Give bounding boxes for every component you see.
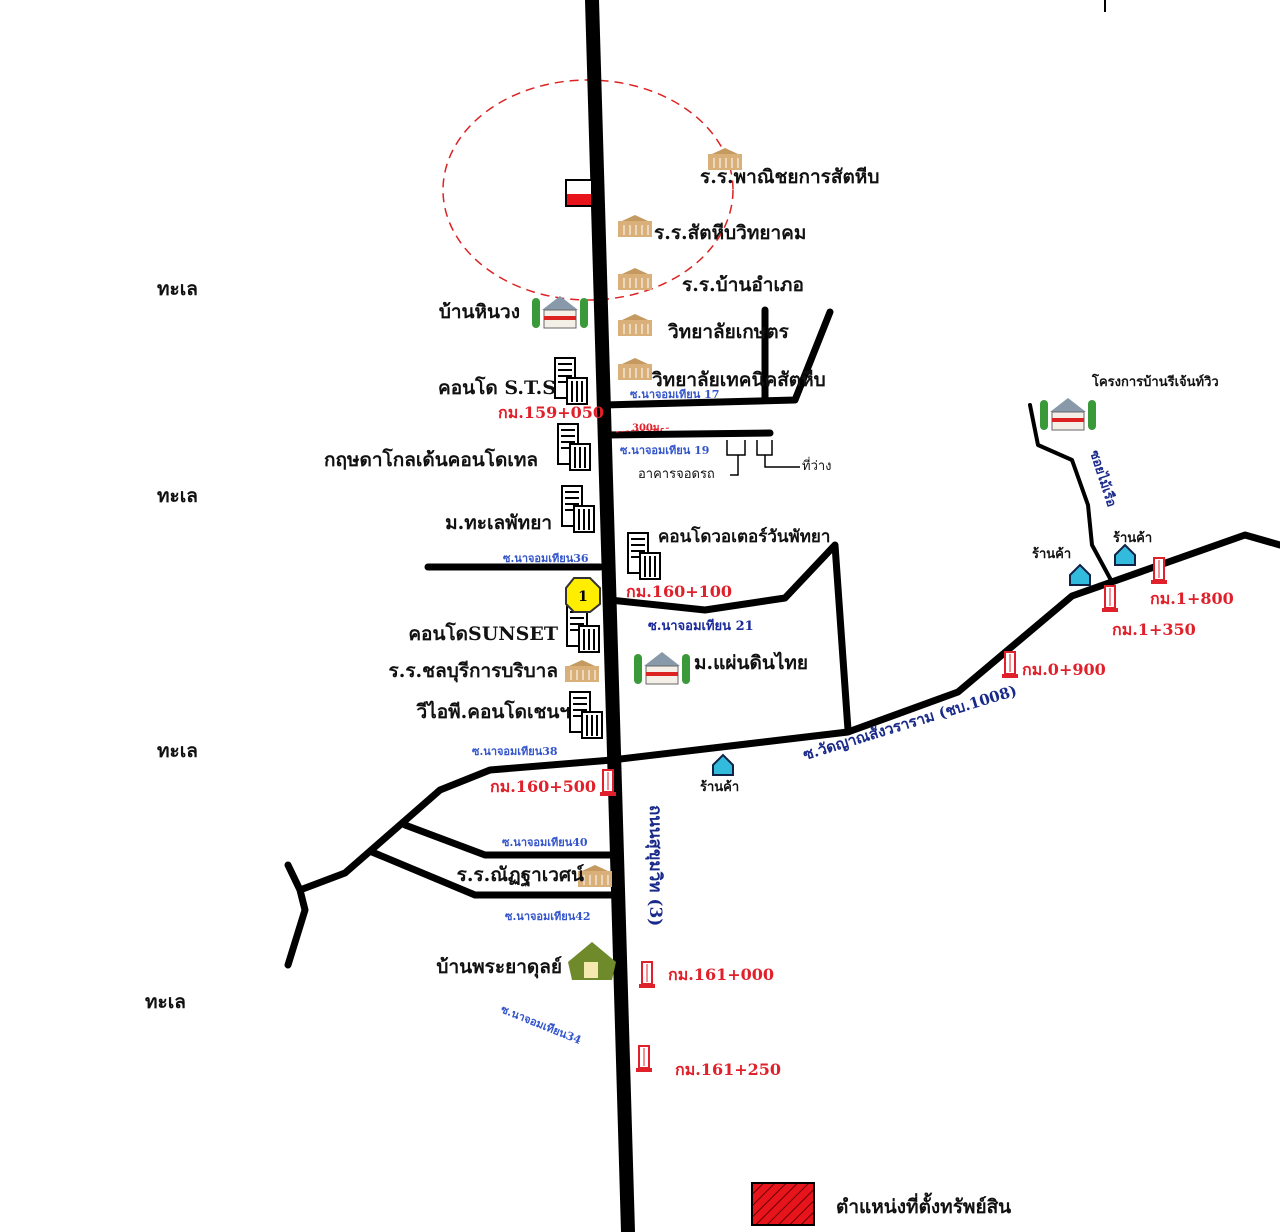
distance-label: 300ม. [632,423,663,434]
condo-icon [557,423,591,471]
shop-label: ร้านค้า [1032,546,1071,562]
sea-label: ทะเล [145,991,186,1013]
place-label: บ้านหินวง [439,301,520,323]
shop-icon [712,754,734,776]
shop-label: ร้านค้า [1113,530,1152,546]
km-marker: กม.160+500 [490,777,596,796]
school-icon [617,214,653,238]
soi-label: ซ.นาจอมเทียน 17 [630,388,719,401]
place-label: กฤษดาโกลเด้นคอนโดเทล [324,448,538,471]
soi-42-road [368,848,622,899]
km-post-icon [638,961,656,989]
sea-label: ทะเล [157,278,198,300]
school-icon [564,659,600,683]
house-icon [568,942,616,980]
place-label: คอนโด S.T.S [438,376,556,399]
place-label: ร.ร.บ้านอำเภอ [682,274,804,296]
place-label: ร.ร.สัตหีบวิทยาคม [654,222,806,244]
soi-17-road [600,308,834,409]
wat-yan-road [608,531,1280,764]
km-marker: กม.160+100 [626,582,732,601]
km-marker: กม.1+800 [1150,589,1234,608]
km-marker: กม.0+900 [1022,660,1106,679]
place-label: ที่ว่าง [802,457,832,474]
km-marker: กม.1+350 [1112,620,1196,639]
road-name: ซ.วัดญาณสังวราราม (ชบ.1008) [801,682,1019,764]
legend: ตำแหน่งที่ตั้งทรัพย์สิน [751,1182,1011,1226]
km-post-icon [1001,651,1019,679]
soi-mai-ruea-road [1028,403,1114,584]
km-marker: กม.161+000 [668,965,774,984]
shop-icon [1114,544,1136,566]
soi-label: ซ.นาจอมเทียน42 [505,910,591,923]
soi-21-road [606,541,852,734]
svg-text:1: 1 [578,589,588,605]
condo-icon [554,357,588,405]
km-marker: กม.161+250 [675,1060,781,1079]
condo-icon [561,485,595,533]
soi-label: ซ.นาจอมเทียน34 [499,1003,584,1047]
soi-label: ซ.นาจอมเทียน40 [502,836,588,849]
legend-label: ตำแหน่งที่ตั้งทรัพย์สิน [836,1192,1011,1218]
house-icon [531,295,589,329]
place-label: วิทยาลัยเกษตร [668,321,790,343]
sea-label: ทะเล [157,740,198,762]
route-shield: 1 [565,577,601,613]
road-name: ถนนสุขุมวิท (3) [645,805,665,926]
shop-icon [1069,564,1091,586]
soi-38-road [284,756,616,969]
place-label: ร.ร.พาณิชยการสัตหีบ [700,166,879,188]
km-post-icon [1150,557,1168,585]
roads [284,0,1280,1232]
house-icon [633,651,691,685]
place-label: ร.ร.ชลบุรีการบริบาล [389,660,558,683]
soi-label: ซ.นาจอมเทียน38 [472,745,558,758]
km-post-icon [599,769,617,797]
condo-icon [569,691,603,739]
soi-label: ซ.นาจอมเทียน 19 [620,444,709,457]
school-icon [617,313,653,337]
place-label: ม.แผ่นดินไทย [694,651,808,674]
place-label: ร.ร.ณัฏฐาเวศน์ [457,864,585,888]
house-icon [1039,397,1097,431]
km-post-icon [635,1045,653,1073]
place-label: อาคารจอดรถ [638,467,715,482]
km-post-icon [1101,585,1119,613]
condo-icon [627,532,661,580]
sukhumvit-road [585,0,635,1232]
sea-label: ทะเล [157,485,198,507]
property-marker[interactable] [565,179,593,207]
place-label: วิทยาลัยเทคนิคสัตหีบ [652,369,826,391]
place-label: บ้านพระยาดุลย์ [436,956,562,979]
soi-label: ซ.นาจอมเทียน 21 [648,618,754,634]
soi-label: ซอยไม้เรือ [1086,448,1120,509]
soi-label: ซ.นาจอมเทียน36 [503,552,589,565]
km-marker: กม.159+050 [498,403,604,422]
place-label: โครงการบ้านรีเจ้นท์วิว [1091,373,1219,390]
legend-swatch [751,1182,815,1226]
place-label: วีไอพี.คอนโดเชนฯ [416,700,570,723]
shop-label: ร้านค้า [700,779,739,795]
place-label: ม.ทะเลพัทยา [445,512,552,534]
soi-40-road [401,821,619,859]
place-label: คอนโดวอเตอร์วันพัทยา [658,526,830,547]
soi-19-road [602,429,774,439]
place-label: คอนโดSUNSET [408,622,558,645]
school-icon [617,357,653,381]
school-icon [617,267,653,291]
